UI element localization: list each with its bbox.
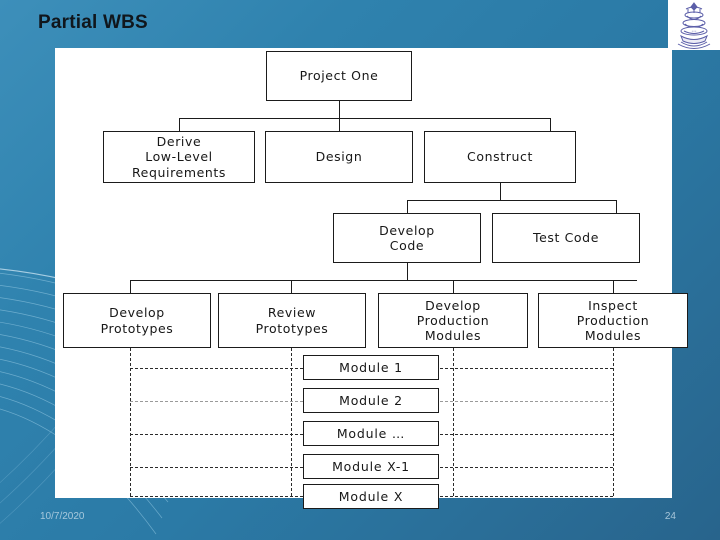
wbs-node-project-one[interactable]: Project One	[266, 51, 412, 101]
wbs-diagram-panel: Project One Derive Low-Level Requirement…	[55, 48, 688, 509]
wbs-node-module-x-1[interactable]: Module X-1	[303, 454, 439, 479]
connector-develop-code-down	[407, 263, 408, 280]
wbs-node-construct[interactable]: Construct	[424, 131, 576, 183]
university-seal-logo: •••	[668, 0, 720, 50]
dash-connector-develop-prototypes	[130, 348, 131, 496]
connector-to-inspect-production-modules	[613, 280, 614, 293]
dash-connector-develop-production-modules	[453, 348, 454, 496]
connector-to-develop-production-modules	[453, 280, 454, 293]
dash-connector-inspect-production-modules	[613, 348, 614, 496]
wbs-node-derive-low-level-requirements[interactable]: Derive Low-Level Requirements	[103, 131, 255, 183]
connector-to-design	[339, 118, 340, 131]
dash-connector-review-prototypes	[291, 348, 292, 496]
connector-to-derive	[179, 118, 180, 131]
connector-level3-bus	[407, 200, 617, 201]
wbs-node-inspect-production-modules[interactable]: Inspect Production Modules	[538, 293, 688, 348]
connector-construct-down	[500, 183, 501, 200]
footer-page-number: 24	[664, 511, 676, 522]
connector-to-test-code	[616, 200, 617, 213]
wbs-node-develop-prototypes[interactable]: Develop Prototypes	[63, 293, 211, 348]
wbs-node-test-code[interactable]: Test Code	[492, 213, 640, 263]
wbs-node-module-ellipsis[interactable]: Module …	[303, 421, 439, 446]
wbs-node-module-2[interactable]: Module 2	[303, 388, 439, 413]
connector-to-develop-prototypes	[130, 280, 131, 293]
university-seal-icon: •••	[677, 2, 711, 49]
wbs-node-module-x[interactable]: Module X	[303, 484, 439, 509]
svg-text:•••: •••	[691, 29, 697, 33]
connector-project-one-down	[339, 101, 340, 118]
footer-date: 10/7/2020	[40, 511, 85, 522]
wbs-node-develop-code[interactable]: Develop Code	[333, 213, 481, 263]
page-title: Partial WBS	[38, 12, 148, 33]
wbs-node-develop-production-modules[interactable]: Develop Production Modules	[378, 293, 528, 348]
wbs-node-design[interactable]: Design	[265, 131, 413, 183]
wbs-diagram: Project One Derive Low-Level Requirement…	[55, 48, 688, 509]
wbs-node-review-prototypes[interactable]: Review Prototypes	[218, 293, 366, 348]
connector-to-review-prototypes	[291, 280, 292, 293]
connector-level4-bus	[130, 280, 637, 281]
connector-to-develop-code	[407, 200, 408, 213]
connector-level2-bus	[179, 118, 550, 119]
wbs-node-module-1[interactable]: Module 1	[303, 355, 439, 380]
connector-to-construct	[550, 118, 551, 131]
